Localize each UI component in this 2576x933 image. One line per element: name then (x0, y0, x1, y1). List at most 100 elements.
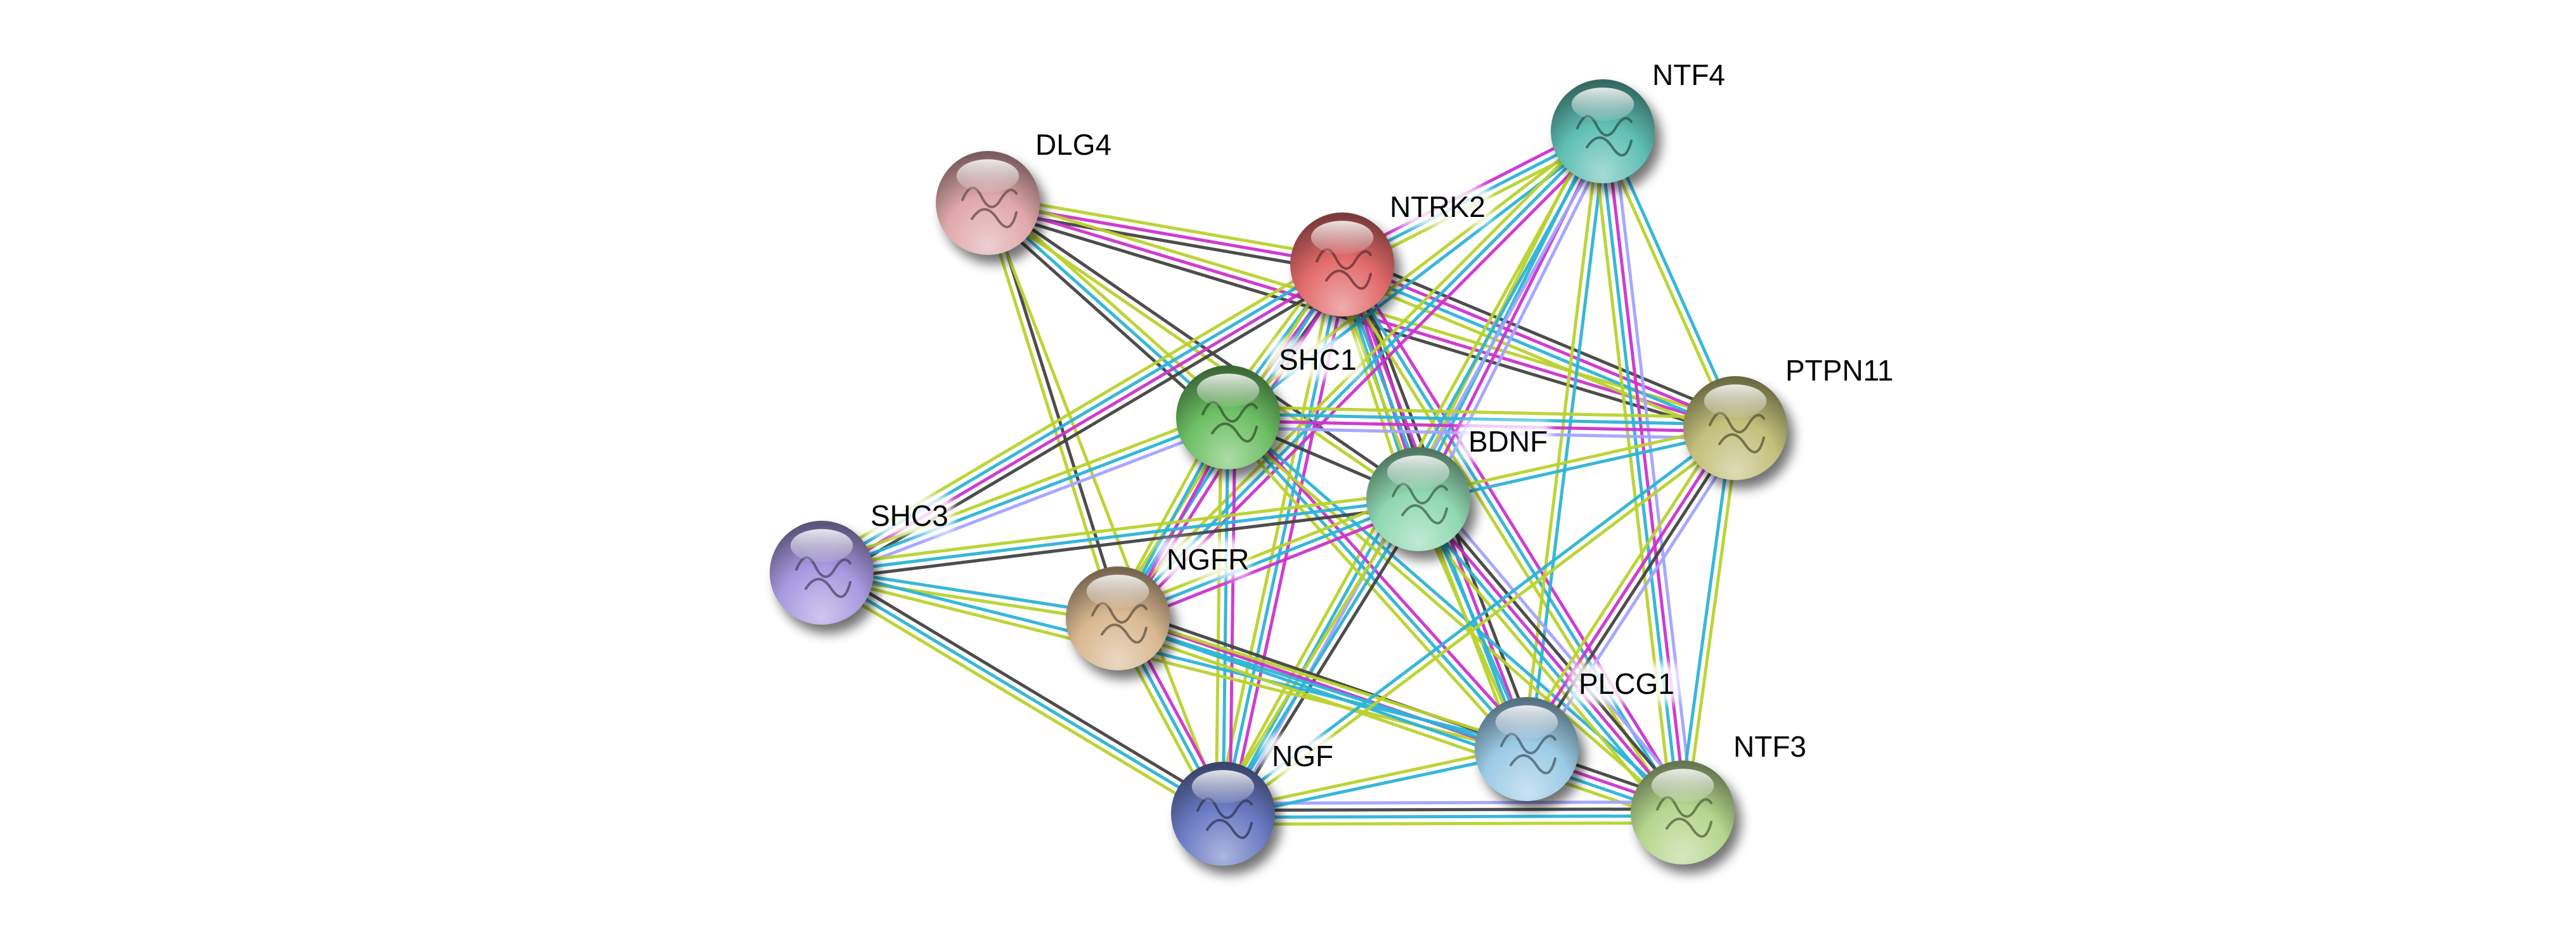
edge-line-experiment (1522, 425, 1734, 748)
edge-line-textmining (983, 203, 1116, 620)
edge-bdnf-ntf3[interactable] (1406, 489, 1695, 823)
node-ngf[interactable] (1171, 762, 1281, 875)
edge-line-homology (1534, 433, 1745, 756)
edge-shc1-ngf[interactable] (1214, 417, 1237, 814)
node-gloss (1704, 384, 1767, 418)
node-dlg4[interactable] (936, 151, 1046, 264)
label-halo (1263, 736, 1335, 775)
edge-line-coexpression (1528, 429, 1740, 752)
edge-line-database (820, 571, 1224, 816)
edge-line-textmining (1591, 132, 1674, 814)
node-label-dlg4: DLG4 (1026, 124, 1118, 164)
label-halo (1026, 124, 1118, 164)
edge-line-database (1227, 416, 1528, 750)
edge-line-textmining (1214, 417, 1223, 814)
label-halo (1270, 339, 1361, 379)
node-ptpn11[interactable] (1683, 376, 1794, 489)
node-label-text: NTRK2 (1390, 190, 1485, 223)
node-label-text: SHC1 (1279, 343, 1357, 376)
edge-shc1-ntf3[interactable] (1224, 413, 1686, 817)
node-label-ntf3: NTF3 (1725, 726, 1816, 766)
node-label-text: PLCG1 (1579, 667, 1674, 700)
edge-line-textmining (1118, 613, 1529, 748)
node-label-text: NGFR (1167, 543, 1249, 576)
node-label-shc3: SHC3 (862, 495, 953, 535)
edge-line-database (1116, 620, 1683, 818)
node-gloss (1191, 770, 1255, 804)
node-label-plcg1: PLCG1 (1570, 663, 1680, 703)
edge-line-experiment (1343, 259, 1738, 427)
node-label-ntf4: NTF4 (1643, 55, 1735, 94)
nodes-layer (770, 79, 1794, 875)
edge-line-textmining (1113, 627, 1680, 824)
edge-line-experiment (1347, 259, 1690, 810)
edge-line-database (1229, 413, 1686, 811)
node-label-text: SHC3 (871, 499, 948, 532)
edge-line-textmining (988, 194, 1344, 259)
edge-line-homology (1222, 800, 1683, 806)
edge-line-database (1223, 814, 1683, 819)
node-gloss (1086, 575, 1149, 608)
node-gloss (956, 159, 1019, 193)
edge-line-textmining (1335, 267, 1678, 818)
label-halo (1381, 186, 1491, 226)
node-shc3[interactable] (770, 521, 880, 634)
edge-line-coexpression (824, 565, 1227, 809)
edge-line-database (1340, 266, 1735, 433)
node-gloss (1311, 221, 1374, 254)
edge-line-database (821, 497, 1419, 575)
edge-line-experiment (1228, 417, 1237, 814)
edge-line-textmining (819, 409, 1226, 568)
node-label-bdnf: BDNF (1460, 421, 1551, 460)
edge-line-textmining (1223, 821, 1683, 826)
edge-line-database (821, 415, 1229, 575)
node-gloss (1196, 374, 1260, 407)
node-label-text: DLG4 (1035, 128, 1111, 161)
node-label-shc1: SHC1 (1270, 339, 1361, 379)
label-halo (1777, 350, 1906, 389)
edge-ngf-ntf3[interactable] (1222, 800, 1683, 826)
edge-line-textmining (986, 202, 1225, 814)
node-ntf3[interactable] (1631, 760, 1741, 873)
edge-line-database (1228, 412, 1736, 427)
label-halo (1158, 539, 1249, 578)
edge-bdnf-shc3[interactable] (820, 490, 1420, 582)
label-halo (1570, 663, 1680, 703)
edge-line-homology (1426, 135, 1614, 505)
edge-line-textmining (1522, 131, 1602, 749)
edge-line-textmining (1517, 421, 1728, 745)
edge-line-homology (824, 422, 1231, 581)
edge-ngfr-ntf3[interactable] (1113, 607, 1687, 824)
node-label-text: NGF (1272, 740, 1333, 773)
edge-bdnf-ngf[interactable] (1215, 494, 1426, 819)
edge-line-textmining (1224, 419, 1682, 817)
edge-line-database (1117, 497, 1419, 620)
edge-line-homology (1611, 129, 1695, 812)
edge-ngfr-plcg1[interactable] (1116, 613, 1529, 754)
edge-shc1-shc3[interactable] (819, 409, 1231, 581)
label-halo (1725, 726, 1816, 766)
edge-ptpn11-plcg1[interactable] (1517, 421, 1745, 756)
edge-line-database (1116, 130, 1604, 620)
edge-shc3-ngf[interactable] (817, 565, 1227, 821)
edge-line-textmining (1406, 507, 1674, 823)
node-ngfr[interactable] (1066, 566, 1176, 679)
node-label-text: BDNF (1468, 425, 1548, 458)
edge-line-textmining (820, 490, 1418, 568)
node-plcg1[interactable] (1475, 697, 1585, 810)
node-shc1[interactable] (1176, 365, 1286, 478)
edge-dlg4-ngf[interactable] (986, 202, 1225, 814)
edge-line-textmining (1684, 428, 1740, 814)
edge-ptpn11-ntf3[interactable] (1678, 427, 1740, 814)
node-ntf4[interactable] (1551, 79, 1661, 192)
edge-line-textmining (1337, 272, 1732, 440)
node-label-ptpn11: PTPN11 (1777, 350, 1906, 389)
edge-line-database (1116, 620, 1527, 754)
node-ntrk2[interactable] (1290, 212, 1401, 325)
node-label-ngf: NGF (1263, 736, 1335, 775)
node-gloss (1651, 769, 1714, 802)
node-label-text: PTPN11 (1785, 354, 1893, 387)
node-label-ngfr: NGFR (1158, 539, 1249, 578)
node-bdnf[interactable] (1366, 447, 1477, 560)
